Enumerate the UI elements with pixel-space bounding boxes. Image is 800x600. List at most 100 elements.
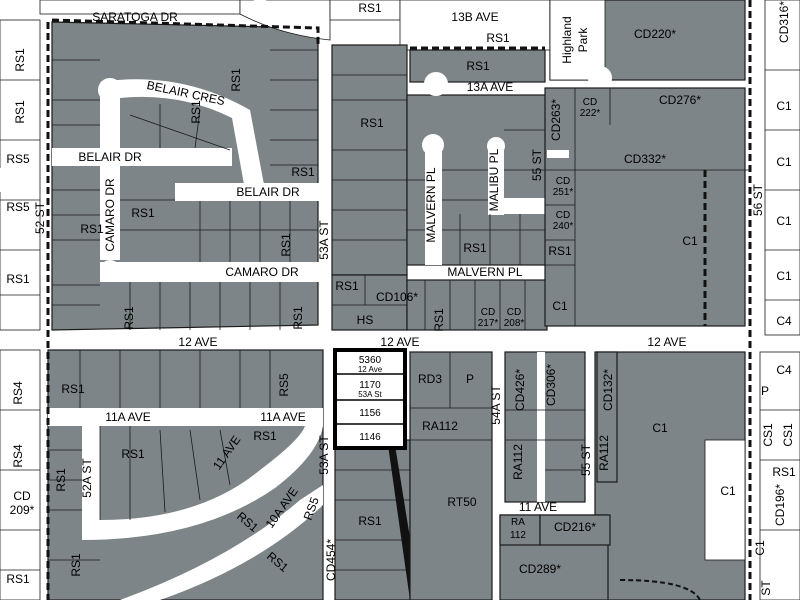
- zone-cd220: CD220*: [634, 27, 676, 41]
- zone-c1: C1: [720, 484, 736, 498]
- label-13a-ave: 13A AVE: [467, 80, 513, 94]
- zone-cd196: CD196*: [773, 484, 787, 526]
- zone-rs1: RS1: [253, 429, 277, 443]
- zone-rs1: RS1: [279, 233, 293, 257]
- zone-rs1: RS1: [772, 465, 796, 479]
- zone-cd306: CD306*: [544, 364, 558, 406]
- zone-rs1: RS1: [360, 116, 384, 130]
- zone-rs1: RS1: [6, 572, 30, 586]
- blocks-north-strip: [39, 0, 551, 51]
- zone-rs4: RS4: [11, 444, 25, 468]
- zone-rs1: RS1: [291, 165, 315, 179]
- label-11-ave-east: 11 AVE: [519, 500, 557, 514]
- label-53a-st-south: 53A ST: [317, 435, 331, 475]
- blocks-southeast: [499, 351, 800, 600]
- zone-p: P: [466, 372, 474, 386]
- zone-rs1: RS1: [291, 306, 305, 330]
- zone-cs1: CS1: [761, 423, 775, 447]
- zone-cd209-bottom: 209*: [10, 503, 35, 517]
- zone-ra112: RA112: [597, 435, 611, 471]
- zone-cd217-top: CD: [481, 307, 495, 318]
- zone-cd222-top: CD: [583, 97, 597, 108]
- zone-cd240-top: CD: [556, 210, 570, 221]
- zone-c1: C1: [682, 234, 698, 248]
- label-52a-st: 52A ST: [80, 458, 94, 498]
- subject-lot1-street: 12 Ave: [358, 365, 383, 374]
- label-malvern-pl-vertical: MALVERN PL: [424, 167, 438, 242]
- label-malibu-pl: MALIBU PL: [487, 148, 501, 211]
- zoning-boundaries: [46, 0, 752, 600]
- zone-rs1: RS1: [121, 447, 145, 461]
- zone-c1: C1: [753, 540, 767, 556]
- subject-lot3-number: 1156: [359, 408, 381, 419]
- zone-c1: C1: [652, 421, 668, 435]
- label-54a-st: 54A ST: [489, 385, 503, 425]
- zone-rt50: RT50: [447, 495, 476, 509]
- label-saratoga-dr: SARATOGA DR: [92, 10, 178, 24]
- zone-ra112: RA112: [422, 419, 458, 433]
- zone-cd208-bottom: 208*: [504, 318, 525, 329]
- zone-rs1: RS1: [54, 468, 68, 492]
- blocks-northwest: [51, 21, 320, 331]
- zone-c1: C1: [552, 299, 568, 313]
- block-nw-main: [51, 21, 319, 331]
- zone-ra-bottom: 112: [510, 530, 526, 541]
- label-52-st: 52 ST: [33, 201, 47, 234]
- zone-rs1: RS1: [486, 31, 510, 45]
- zone-cd316: CD316*: [777, 1, 791, 43]
- label-12-ave-east: 12 AVE: [647, 335, 686, 349]
- zone-cd106: CD106*: [376, 290, 418, 304]
- zone-c1: C1: [776, 99, 792, 113]
- zone-cd251-bottom: 251*: [553, 187, 574, 198]
- zone-c1: C1: [776, 269, 792, 283]
- zone-rs1: RS1: [189, 100, 203, 124]
- zone-cd209-top: CD: [13, 489, 31, 503]
- zone-rs1: RS1: [80, 222, 104, 236]
- subject-lot1-number: 5360: [359, 355, 382, 366]
- zone-rs1: RS1: [229, 68, 243, 92]
- zone-rs1: RS1: [358, 1, 382, 15]
- zone-cd426: CD426*: [513, 369, 527, 411]
- zone-rs1: RS1: [69, 553, 83, 577]
- zone-c4: C4: [776, 363, 792, 377]
- zone-cd263: CD263*: [549, 99, 563, 141]
- label-belair-dr-west: BELAIR DR: [78, 150, 142, 164]
- subject-lot2-number: 1170: [359, 380, 381, 391]
- zone-rs1: RS1: [335, 279, 359, 293]
- zone-rs1: RS1: [548, 244, 572, 258]
- zone-cd208-top: CD: [507, 307, 521, 318]
- zone-cd217-bottom: 217*: [478, 318, 499, 329]
- zone-labels: RS1 RS1 RS1 RS1 RS1 RS1 RS5 RS5 RS1 RS1 …: [6, 1, 796, 586]
- zone-cd132: CD132*: [601, 369, 615, 411]
- zone-cd289: CD289*: [519, 562, 561, 576]
- zone-p: P: [761, 384, 769, 398]
- zone-rs1: RS1: [61, 382, 85, 396]
- subject-property[interactable]: 5360 12 Ave 1170 53A St 1156 1146: [333, 348, 407, 450]
- zone-cd222-bottom: 222*: [580, 108, 601, 119]
- label-11a-ave-central: 11A AVE: [260, 410, 306, 424]
- label-camaro-dr-vertical: CAMARO DR: [103, 178, 117, 252]
- subject-lot4-number: 1146: [359, 432, 381, 443]
- zone-rs1: RS1: [466, 59, 490, 73]
- label-camaro-dr-horizontal: CAMARO DR: [225, 265, 299, 279]
- zone-rs1: RS1: [358, 514, 382, 528]
- label-53a-st-north: 53A ST: [317, 220, 331, 260]
- label-56-st: 56 ST: [751, 183, 765, 216]
- zone-c4: C4: [776, 314, 792, 328]
- label-12-ave-central: 12 AVE: [380, 335, 419, 349]
- label-park: Park: [576, 27, 590, 53]
- label-13b-ave: 13B AVE: [451, 10, 498, 24]
- label-malvern-pl-horizontal: MALVERN PL: [447, 265, 522, 279]
- zone-rs4: RS4: [11, 381, 25, 405]
- label-55-st-north: 55 ST: [530, 148, 544, 181]
- zone-rs5: RS5: [6, 200, 30, 214]
- zone-rd3: RD3: [418, 372, 442, 386]
- zone-c1: C1: [776, 155, 792, 169]
- zone-rs1: RS1: [432, 308, 446, 332]
- zone-rs1: RS1: [122, 306, 136, 330]
- blocks-northeast: [544, 0, 800, 336]
- zone-rs1: RS1: [131, 206, 155, 220]
- zone-cs1: CS1: [781, 423, 795, 447]
- blocks-southwest: [0, 349, 324, 600]
